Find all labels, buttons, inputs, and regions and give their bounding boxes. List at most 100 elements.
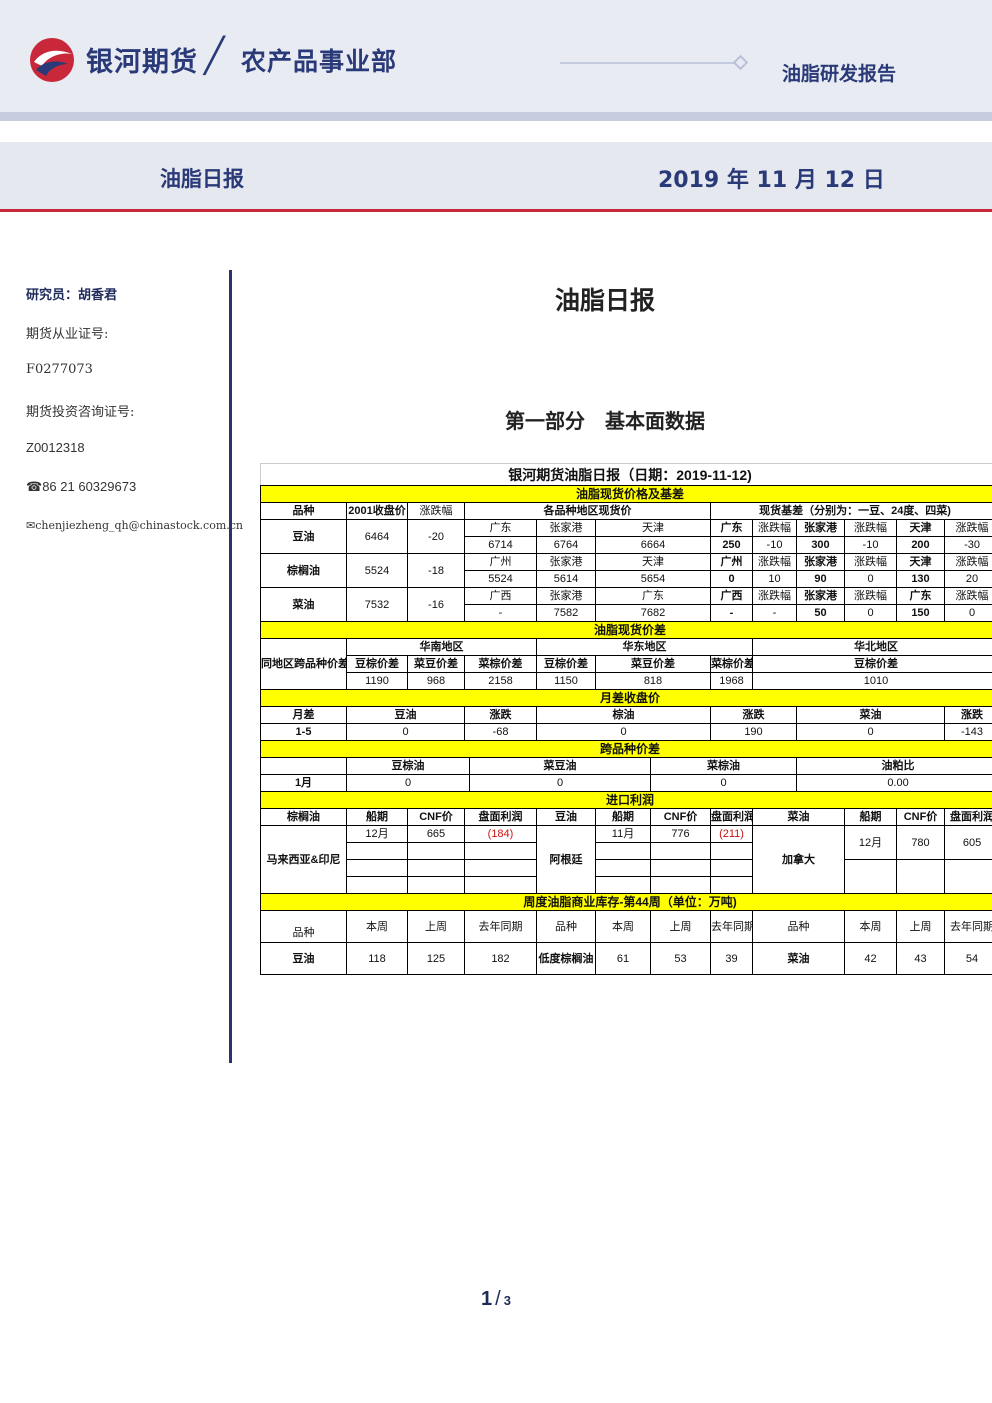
- table-cell: 张家港: [796, 553, 845, 571]
- table-cell: 涨跌幅: [844, 553, 897, 571]
- table-cell: [407, 876, 465, 894]
- table-cell: 广州: [464, 553, 537, 571]
- header-cell: 豆油: [536, 808, 596, 826]
- table-cell: 2158: [464, 672, 537, 690]
- table-cell: 118: [346, 942, 408, 975]
- table-cell: 广州: [710, 553, 753, 571]
- header-cell: 上周: [407, 910, 465, 943]
- document-title: 油脂日报: [554, 286, 655, 315]
- origin-cell: 阿根廷: [536, 825, 596, 894]
- row-label-cell: 1-5: [260, 723, 347, 741]
- table-cell: -68: [464, 723, 537, 741]
- table-cell: 张家港: [536, 553, 596, 571]
- header-cell: CNF价: [407, 808, 465, 826]
- header-cell: 涨跌幅: [407, 502, 465, 520]
- table-cell: 天津: [896, 553, 945, 571]
- table-cell: 605: [943, 825, 992, 860]
- table-cell: 5614: [536, 570, 596, 588]
- table-row: [261, 842, 992, 860]
- table-cell: 天津: [595, 553, 711, 571]
- variety-cell: 豆油: [260, 942, 347, 975]
- table-cell: [896, 859, 945, 894]
- header-cell: 船期: [844, 808, 897, 826]
- current-page: 1: [481, 1288, 493, 1310]
- oil-daily-table: 银河期货油脂日报（日期：2019-11-12) 油脂现货价格及基差 品种 20 0…: [259, 463, 992, 975]
- table-cell: [710, 859, 753, 877]
- data-table-wrapper: 银河期货油脂日报（日期：2019-11-12) 油脂现货价格及基差 品种 20 0…: [259, 463, 992, 975]
- table-cell: 50: [796, 604, 845, 622]
- variety-cell: 棕榈油: [260, 553, 347, 588]
- table-cell: 20: [943, 570, 992, 588]
- header-cell: 棕油: [536, 706, 711, 724]
- header-cell: 豆棕油: [346, 757, 470, 775]
- table-cell: 天津: [896, 519, 945, 537]
- variety-cell: 低度棕榈油: [536, 942, 596, 975]
- table-cell: 0: [943, 604, 992, 622]
- phone-number: 86 21 60329673: [42, 479, 137, 494]
- region-header: 华南地区: [346, 638, 537, 656]
- header-cell: CNF价: [650, 808, 711, 826]
- table-row: 马来西亚&印尼 12月 665 (184) 阿根廷 11月 776 (211) …: [260, 825, 992, 894]
- table-cell: -16: [407, 587, 465, 622]
- table-cell: 广西: [464, 587, 537, 605]
- table-cell: 0: [346, 774, 470, 792]
- section-row: 油脂现货价格及基差: [259, 485, 992, 503]
- header-cell: 品种: [752, 910, 845, 943]
- header-cell: 涨跌: [943, 706, 992, 724]
- report-type: 油脂研发报告: [782, 63, 897, 85]
- galaxy-logo-icon: [30, 38, 74, 82]
- header-cell: 品种: [260, 910, 347, 943]
- table-cell: [844, 859, 897, 894]
- table-cell: (211): [710, 825, 753, 843]
- table-cell: [260, 757, 347, 775]
- table-header-row: 品种 本周 上周 去年同期 品种 本周 上周 去年同期 品种 本周 上周 去年同…: [260, 910, 992, 943]
- section-row: 跨品种价差: [259, 740, 992, 758]
- table-cell: 广西: [710, 587, 753, 605]
- table-cell: 1190: [346, 672, 408, 690]
- table-cell: 0: [796, 723, 945, 741]
- header-cell: CNF价: [896, 808, 945, 826]
- table-cell: 涨跌幅: [752, 587, 797, 605]
- table-cell: -10: [752, 536, 797, 554]
- section-title: 第一部分 基本面数据: [505, 409, 705, 433]
- header-cell: 品种: [536, 910, 596, 943]
- table-cell: [464, 842, 537, 860]
- table-cell: [464, 859, 537, 877]
- table-row: 1190 968 2158 1150 818 1968 1010: [261, 672, 992, 690]
- table-cell: 1150: [536, 672, 596, 690]
- table-cell: [650, 859, 711, 877]
- table-cell: 张家港: [536, 587, 596, 605]
- header-cell: 菜豆价差: [595, 655, 711, 673]
- table-cell: 涨跌幅: [844, 519, 897, 537]
- header-cell: 本周: [595, 910, 651, 943]
- header-cell: 去年同期: [710, 910, 753, 943]
- section-row: 进口利润: [259, 791, 992, 809]
- table-header-row: 豆棕油 菜豆油 菜棕油 油粕比: [260, 757, 992, 775]
- table-title: 银河期货油脂日报（日期：2019-11-12): [259, 463, 992, 486]
- table-cell: 0: [844, 604, 897, 622]
- section-heading: 进口利润: [259, 791, 992, 809]
- table-row: [261, 859, 992, 894]
- table-cell: 43: [896, 942, 945, 975]
- table-cell: 130: [896, 570, 945, 588]
- table-row: - 7582 7682 - - 50 0 150 0: [261, 604, 992, 622]
- table-cell: 张家港: [796, 519, 845, 537]
- header-cell: 菜棕油: [650, 757, 797, 775]
- table-cell: -10: [844, 536, 897, 554]
- header-cell: 棕榈油: [260, 808, 347, 826]
- header-cell: 菜豆油: [469, 757, 651, 775]
- table-cell: 6764: [536, 536, 596, 554]
- table-cell: [650, 876, 711, 894]
- table-cell: 张家港: [536, 519, 596, 537]
- table-cell: 90: [796, 570, 845, 588]
- header-cell: 涨跌: [710, 706, 797, 724]
- table-cell: 54: [943, 942, 992, 975]
- table-cell: 665: [407, 825, 465, 843]
- table-cell: 12月: [844, 825, 897, 860]
- table-cell: [595, 842, 651, 860]
- table-cell: (184): [464, 825, 537, 843]
- header-cell: 菜豆价差: [407, 655, 465, 673]
- table-cell: 1968: [710, 672, 753, 690]
- email-address[interactable]: chenjiezheng_qh@chinastock.com.cn: [35, 519, 244, 532]
- table-cell: 7582: [536, 604, 596, 622]
